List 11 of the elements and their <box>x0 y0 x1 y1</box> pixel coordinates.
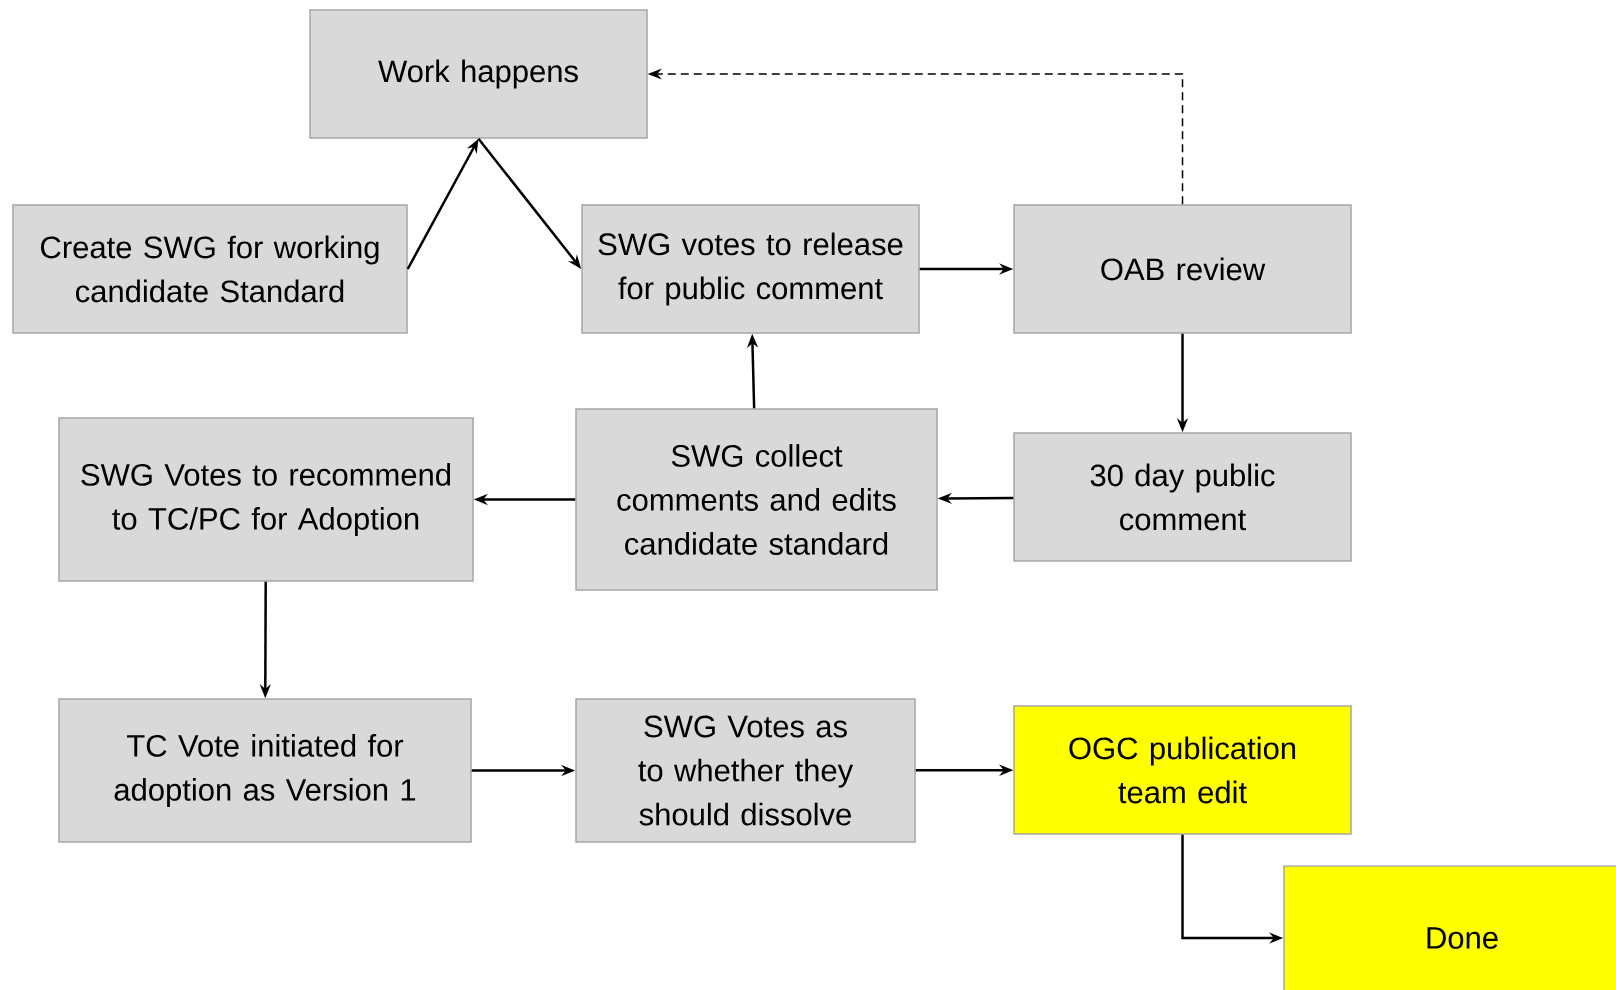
process-box: OAB review <box>1013 204 1352 334</box>
process-box: Done <box>1283 865 1616 990</box>
process-box: OGC publication team edit <box>1013 705 1352 835</box>
process-box: SWG Votes as to whether they should dissolve <box>575 698 916 843</box>
process-box: SWG collect comments and edits candidate standard <box>575 408 938 591</box>
process-box: Work happens <box>309 9 648 139</box>
process-box: SWG votes to release for public comment <box>581 204 920 334</box>
process-box: SWG Votes to recommend to TC/PC for Adoption <box>58 417 474 582</box>
process-box: 30 day public comment <box>1013 432 1352 562</box>
process-box: Create SWG for working candidate Standard <box>12 204 408 334</box>
process-box: TC Vote initiated for adoption as Version 1 <box>58 698 472 843</box>
